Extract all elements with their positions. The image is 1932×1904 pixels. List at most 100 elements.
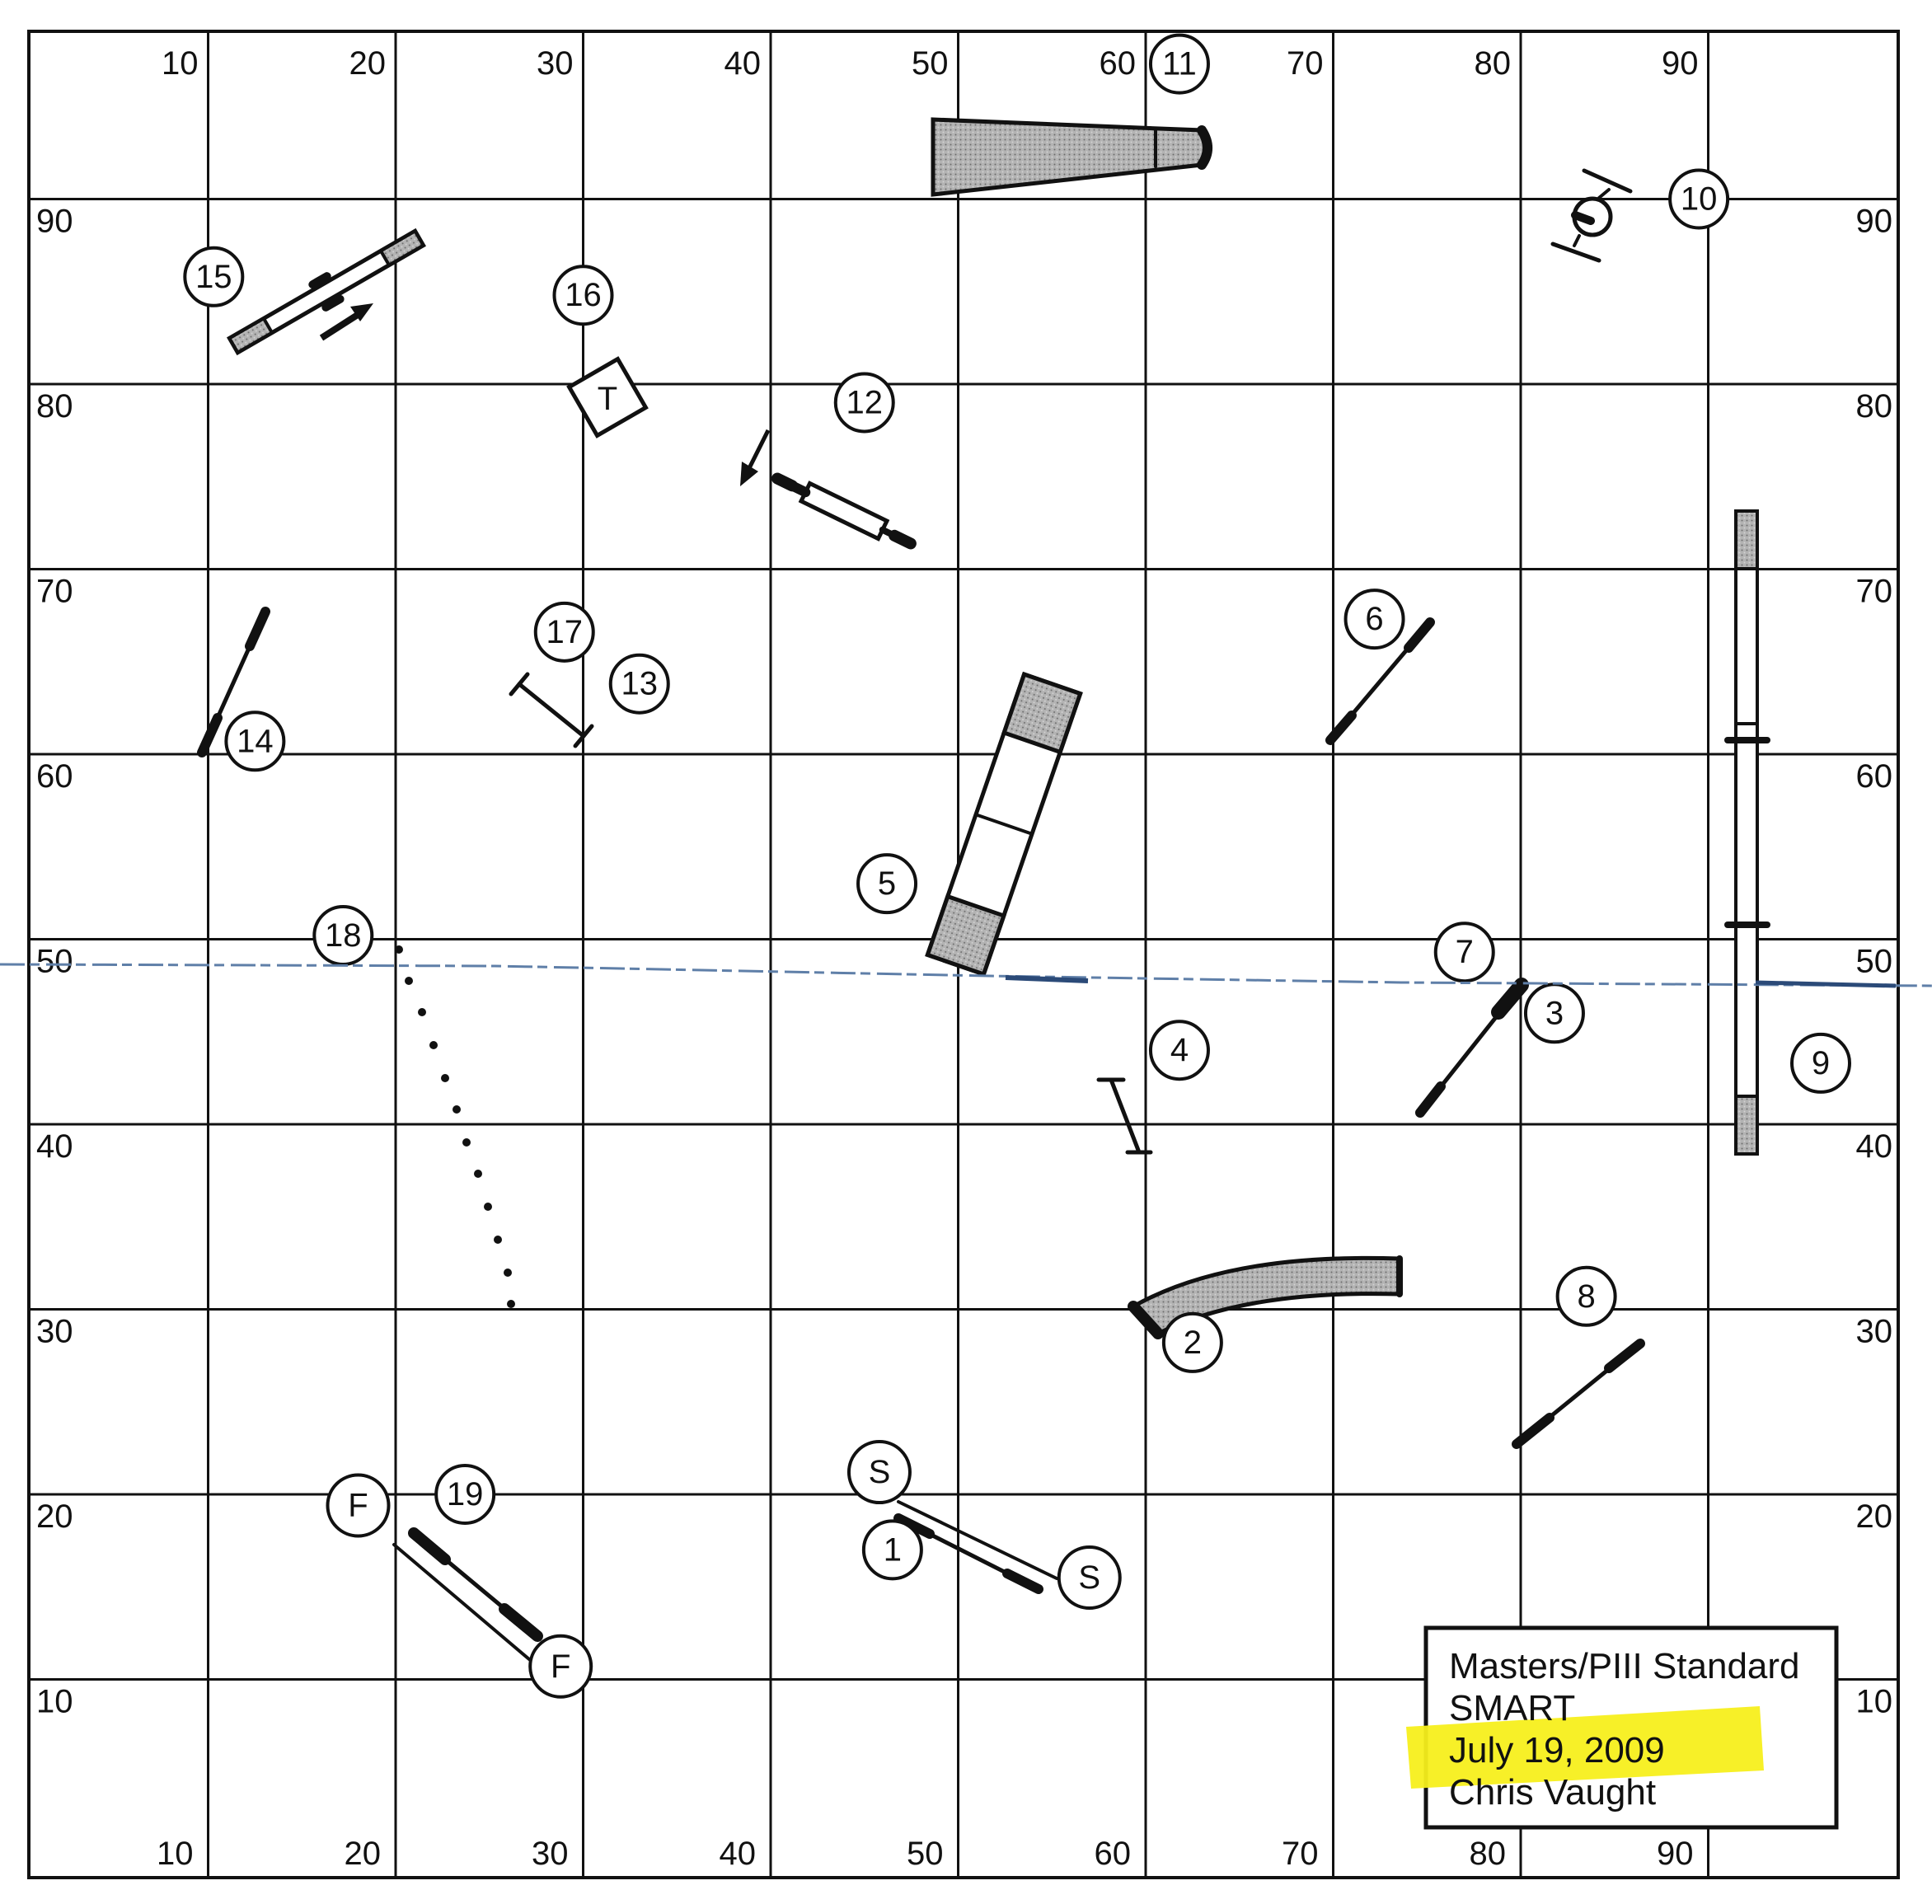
grid-label: 90	[1662, 45, 1699, 82]
obstacle-number-11: 11	[1148, 33, 1210, 95]
marker-circle	[846, 1440, 912, 1505]
grid-label: 20	[1856, 1498, 1893, 1535]
marker-circle	[326, 1473, 391, 1538]
panel-jump-4	[1096, 1077, 1153, 1155]
number-circle	[1790, 1032, 1851, 1094]
number-circle	[1148, 33, 1210, 95]
number-text: 18	[325, 917, 362, 954]
grid-label: 50	[1856, 944, 1893, 980]
path-dot	[429, 1041, 438, 1049]
paper-fold	[0, 963, 1932, 988]
number-text: 3	[1545, 995, 1564, 1031]
path-dot	[405, 977, 413, 985]
marker-text: F	[551, 1648, 570, 1685]
obstacle-number-16: 16	[552, 265, 614, 326]
marker-text: S	[1078, 1559, 1100, 1596]
obstacle-number-12: 12	[833, 372, 895, 434]
number-text: 4	[1170, 1032, 1189, 1068]
bar-jump-8	[1512, 1339, 1645, 1449]
number-circle	[833, 372, 895, 434]
number-circle	[1668, 168, 1730, 230]
grid-label: 60	[36, 758, 73, 795]
grid-label: 10	[36, 1684, 73, 1720]
number-circle	[224, 710, 286, 772]
obstacle-number-8: 8	[1555, 1265, 1617, 1327]
grid-label: 70	[1287, 45, 1324, 82]
number-circle	[1343, 589, 1405, 650]
teeter	[227, 227, 426, 356]
title-line-1: Masters/PIII Standard	[1449, 1646, 1800, 1686]
number-text: 11	[1162, 46, 1197, 82]
number-text: 13	[621, 666, 659, 702]
path-dot	[462, 1138, 471, 1147]
a-frame	[925, 671, 1083, 978]
marker-circle	[528, 1634, 593, 1699]
table-label: T	[598, 381, 617, 417]
number-text: 19	[447, 1476, 484, 1512]
grid-label: 60	[1100, 45, 1137, 82]
start-finish-markers: S S F F	[326, 1440, 1122, 1699]
grid-label: 80	[1475, 45, 1512, 82]
grid-label: 60	[1095, 1836, 1132, 1872]
number-circle	[434, 1464, 496, 1525]
obstacle-number-14: 14	[224, 710, 286, 772]
grid-label: 30	[1856, 1314, 1893, 1350]
bar-jump-3	[1415, 978, 1529, 1118]
marker-text: F	[348, 1487, 368, 1523]
grid-label: 40	[1856, 1128, 1893, 1165]
grid-label: 40	[36, 1128, 73, 1165]
bar-jump-1	[893, 1513, 1043, 1594]
obstacle-number-15: 15	[183, 246, 245, 307]
number-circle	[861, 1519, 923, 1581]
path-dot	[418, 1008, 426, 1016]
start-marker: S	[846, 1440, 912, 1505]
grid-label: 90	[36, 204, 73, 240]
grid-label: 70	[1856, 574, 1893, 610]
grid-label: 10	[1856, 1684, 1893, 1720]
direction-arrow	[740, 429, 771, 486]
number-circle	[608, 653, 670, 715]
grid-label: 50	[907, 1836, 944, 1872]
obstacle-number-19: 19	[434, 1464, 496, 1525]
number-text: 2	[1184, 1325, 1202, 1361]
obstacle-number-4: 4	[1148, 1020, 1210, 1081]
obstacle-number-9: 9	[1790, 1032, 1851, 1094]
grid-label: 30	[36, 1314, 73, 1350]
number-circle	[183, 246, 245, 307]
grid-label: 70	[1282, 1836, 1319, 1872]
obstacle-number-7: 7	[1433, 922, 1495, 983]
finish-line	[392, 1543, 547, 1675]
obstacle-number-3: 3	[1523, 982, 1585, 1044]
broad-jump-12	[771, 472, 917, 550]
obstacle-number-5: 5	[856, 853, 918, 915]
start-marker: S	[1057, 1545, 1122, 1611]
dotted-path	[395, 945, 515, 1308]
path-dot	[395, 945, 403, 954]
grid-label: 30	[537, 45, 574, 82]
obstacle-number-17: 17	[533, 601, 595, 663]
grid-label: 20	[36, 1498, 73, 1535]
grid-label: 60	[1856, 758, 1893, 795]
finish-marker: F	[326, 1473, 391, 1538]
obstacle-number-1: 1	[861, 1519, 923, 1581]
number-text: 8	[1578, 1278, 1596, 1315]
dog-walk	[1724, 509, 1770, 1156]
grid-label: 80	[1856, 388, 1893, 424]
path-dot	[507, 1300, 515, 1308]
path-dot	[494, 1236, 502, 1244]
number-circle	[1148, 1020, 1210, 1081]
grid-label: 90	[1657, 1836, 1694, 1872]
course-title-box: Masters/PIII Standard SMART July 19, 200…	[1406, 1625, 1839, 1830]
number-text: 6	[1365, 601, 1383, 637]
title-line-4: Chris Vaught	[1449, 1772, 1656, 1813]
grid-label: 20	[349, 45, 387, 82]
obstacle-number-2: 2	[1161, 1311, 1223, 1373]
grid-label: 20	[345, 1836, 382, 1872]
number-text: 14	[237, 723, 274, 759]
grid-label: 10	[157, 1836, 194, 1872]
tunnel-11	[931, 117, 1212, 197]
path-dot	[504, 1269, 512, 1277]
